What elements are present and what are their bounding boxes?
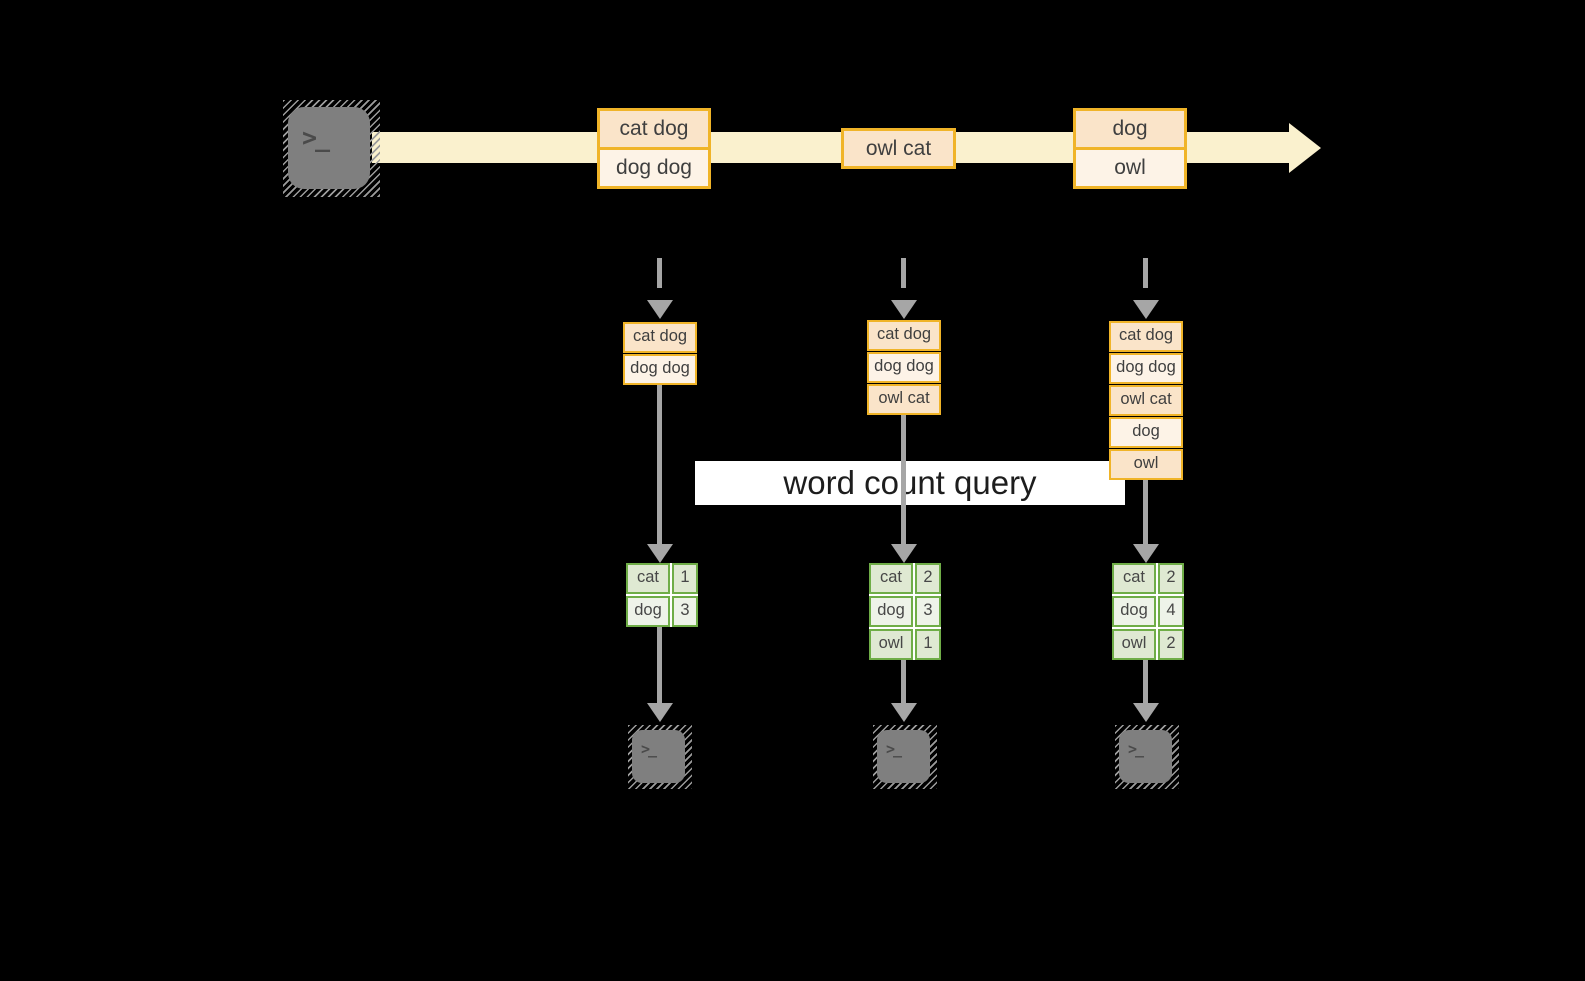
buffer-row: cat dog <box>867 320 941 351</box>
output-terminal-icon-1: >_ <box>628 725 692 789</box>
output-flow-line-1 <box>657 626 662 706</box>
table-cell-word: dog <box>869 596 913 627</box>
word-count-table-1: cat 1 dog 3 <box>626 563 698 627</box>
table-cell-count: 2 <box>1158 629 1184 660</box>
query-flow-line-3 <box>1143 479 1148 547</box>
stream-record: owl <box>1076 147 1184 186</box>
buffer-row: owl cat <box>1109 385 1183 416</box>
output-terminal-icon-3: >_ <box>1115 725 1179 789</box>
buffer-row: dog dog <box>1109 353 1183 384</box>
arrow-down-icon <box>647 300 673 319</box>
table-cell-word: cat <box>626 563 670 594</box>
buffer-row: cat dog <box>1109 321 1183 352</box>
table-cell-count: 3 <box>672 596 698 627</box>
stream-record: dog <box>1076 111 1184 147</box>
arrow-down-icon <box>1133 300 1159 319</box>
table-cell-word: cat <box>869 563 913 594</box>
table-cell-word: dog <box>1112 596 1156 627</box>
table-cell-word: owl <box>1112 629 1156 660</box>
source-terminal-icon: >_ <box>283 100 380 197</box>
ingest-dashed-arrow-3 <box>1143 258 1148 303</box>
table-cell-word: cat <box>1112 563 1156 594</box>
arrow-down-icon <box>891 703 917 722</box>
output-flow-line-3 <box>1143 659 1148 706</box>
query-flow-line-1 <box>657 385 662 547</box>
terminal-prompt-icon: >_ <box>302 123 330 152</box>
terminal-screen: >_ <box>877 730 930 783</box>
output-flow-line-2 <box>901 659 906 706</box>
buffer-row: owl <box>1109 449 1183 480</box>
table-cell-count: 2 <box>1158 563 1184 594</box>
word-count-table-3: cat 2 dog 4 owl 2 <box>1112 563 1184 660</box>
stream-arrow-head-icon <box>1289 123 1321 173</box>
table-cell-word: owl <box>869 629 913 660</box>
arrow-down-icon <box>1133 544 1159 563</box>
table-cell-word: dog <box>626 596 670 627</box>
ingest-dashed-arrow-1 <box>657 258 662 303</box>
table-cell-count: 1 <box>672 563 698 594</box>
stream-batch-1: cat dog dog dog <box>597 108 711 189</box>
ingest-dashed-arrow-2 <box>901 258 906 303</box>
terminal-screen: >_ <box>288 107 370 189</box>
buffer-row: cat dog <box>623 322 697 353</box>
terminal-screen: >_ <box>632 730 685 783</box>
terminal-prompt-icon: >_ <box>1128 740 1144 758</box>
arrow-down-icon <box>891 300 917 319</box>
query-label: word count query <box>695 461 1125 505</box>
table-cell-count: 2 <box>915 563 941 594</box>
buffer-row: dog dog <box>867 352 941 383</box>
arrow-down-icon <box>647 703 673 722</box>
query-flow-line-2 <box>901 414 906 547</box>
buffer-row: dog dog <box>623 354 697 385</box>
table-cell-count: 3 <box>915 596 941 627</box>
buffer-row: dog <box>1109 417 1183 448</box>
table-cell-count: 1 <box>915 629 941 660</box>
table-cell-count: 4 <box>1158 596 1184 627</box>
terminal-prompt-icon: >_ <box>886 740 902 758</box>
terminal-screen: >_ <box>1119 730 1172 783</box>
stream-record: owl cat <box>844 131 953 166</box>
arrow-down-icon <box>647 544 673 563</box>
stream-batch-3: dog owl <box>1073 108 1187 189</box>
stream-batch-2: owl cat <box>841 128 956 169</box>
arrow-down-icon <box>1133 703 1159 722</box>
stream-record: dog dog <box>600 147 708 186</box>
arrow-down-icon <box>891 544 917 563</box>
stream-record: cat dog <box>600 111 708 147</box>
terminal-prompt-icon: >_ <box>641 740 657 758</box>
buffer-row: owl cat <box>867 384 941 415</box>
output-terminal-icon-2: >_ <box>873 725 937 789</box>
word-count-table-2: cat 2 dog 3 owl 1 <box>869 563 941 660</box>
